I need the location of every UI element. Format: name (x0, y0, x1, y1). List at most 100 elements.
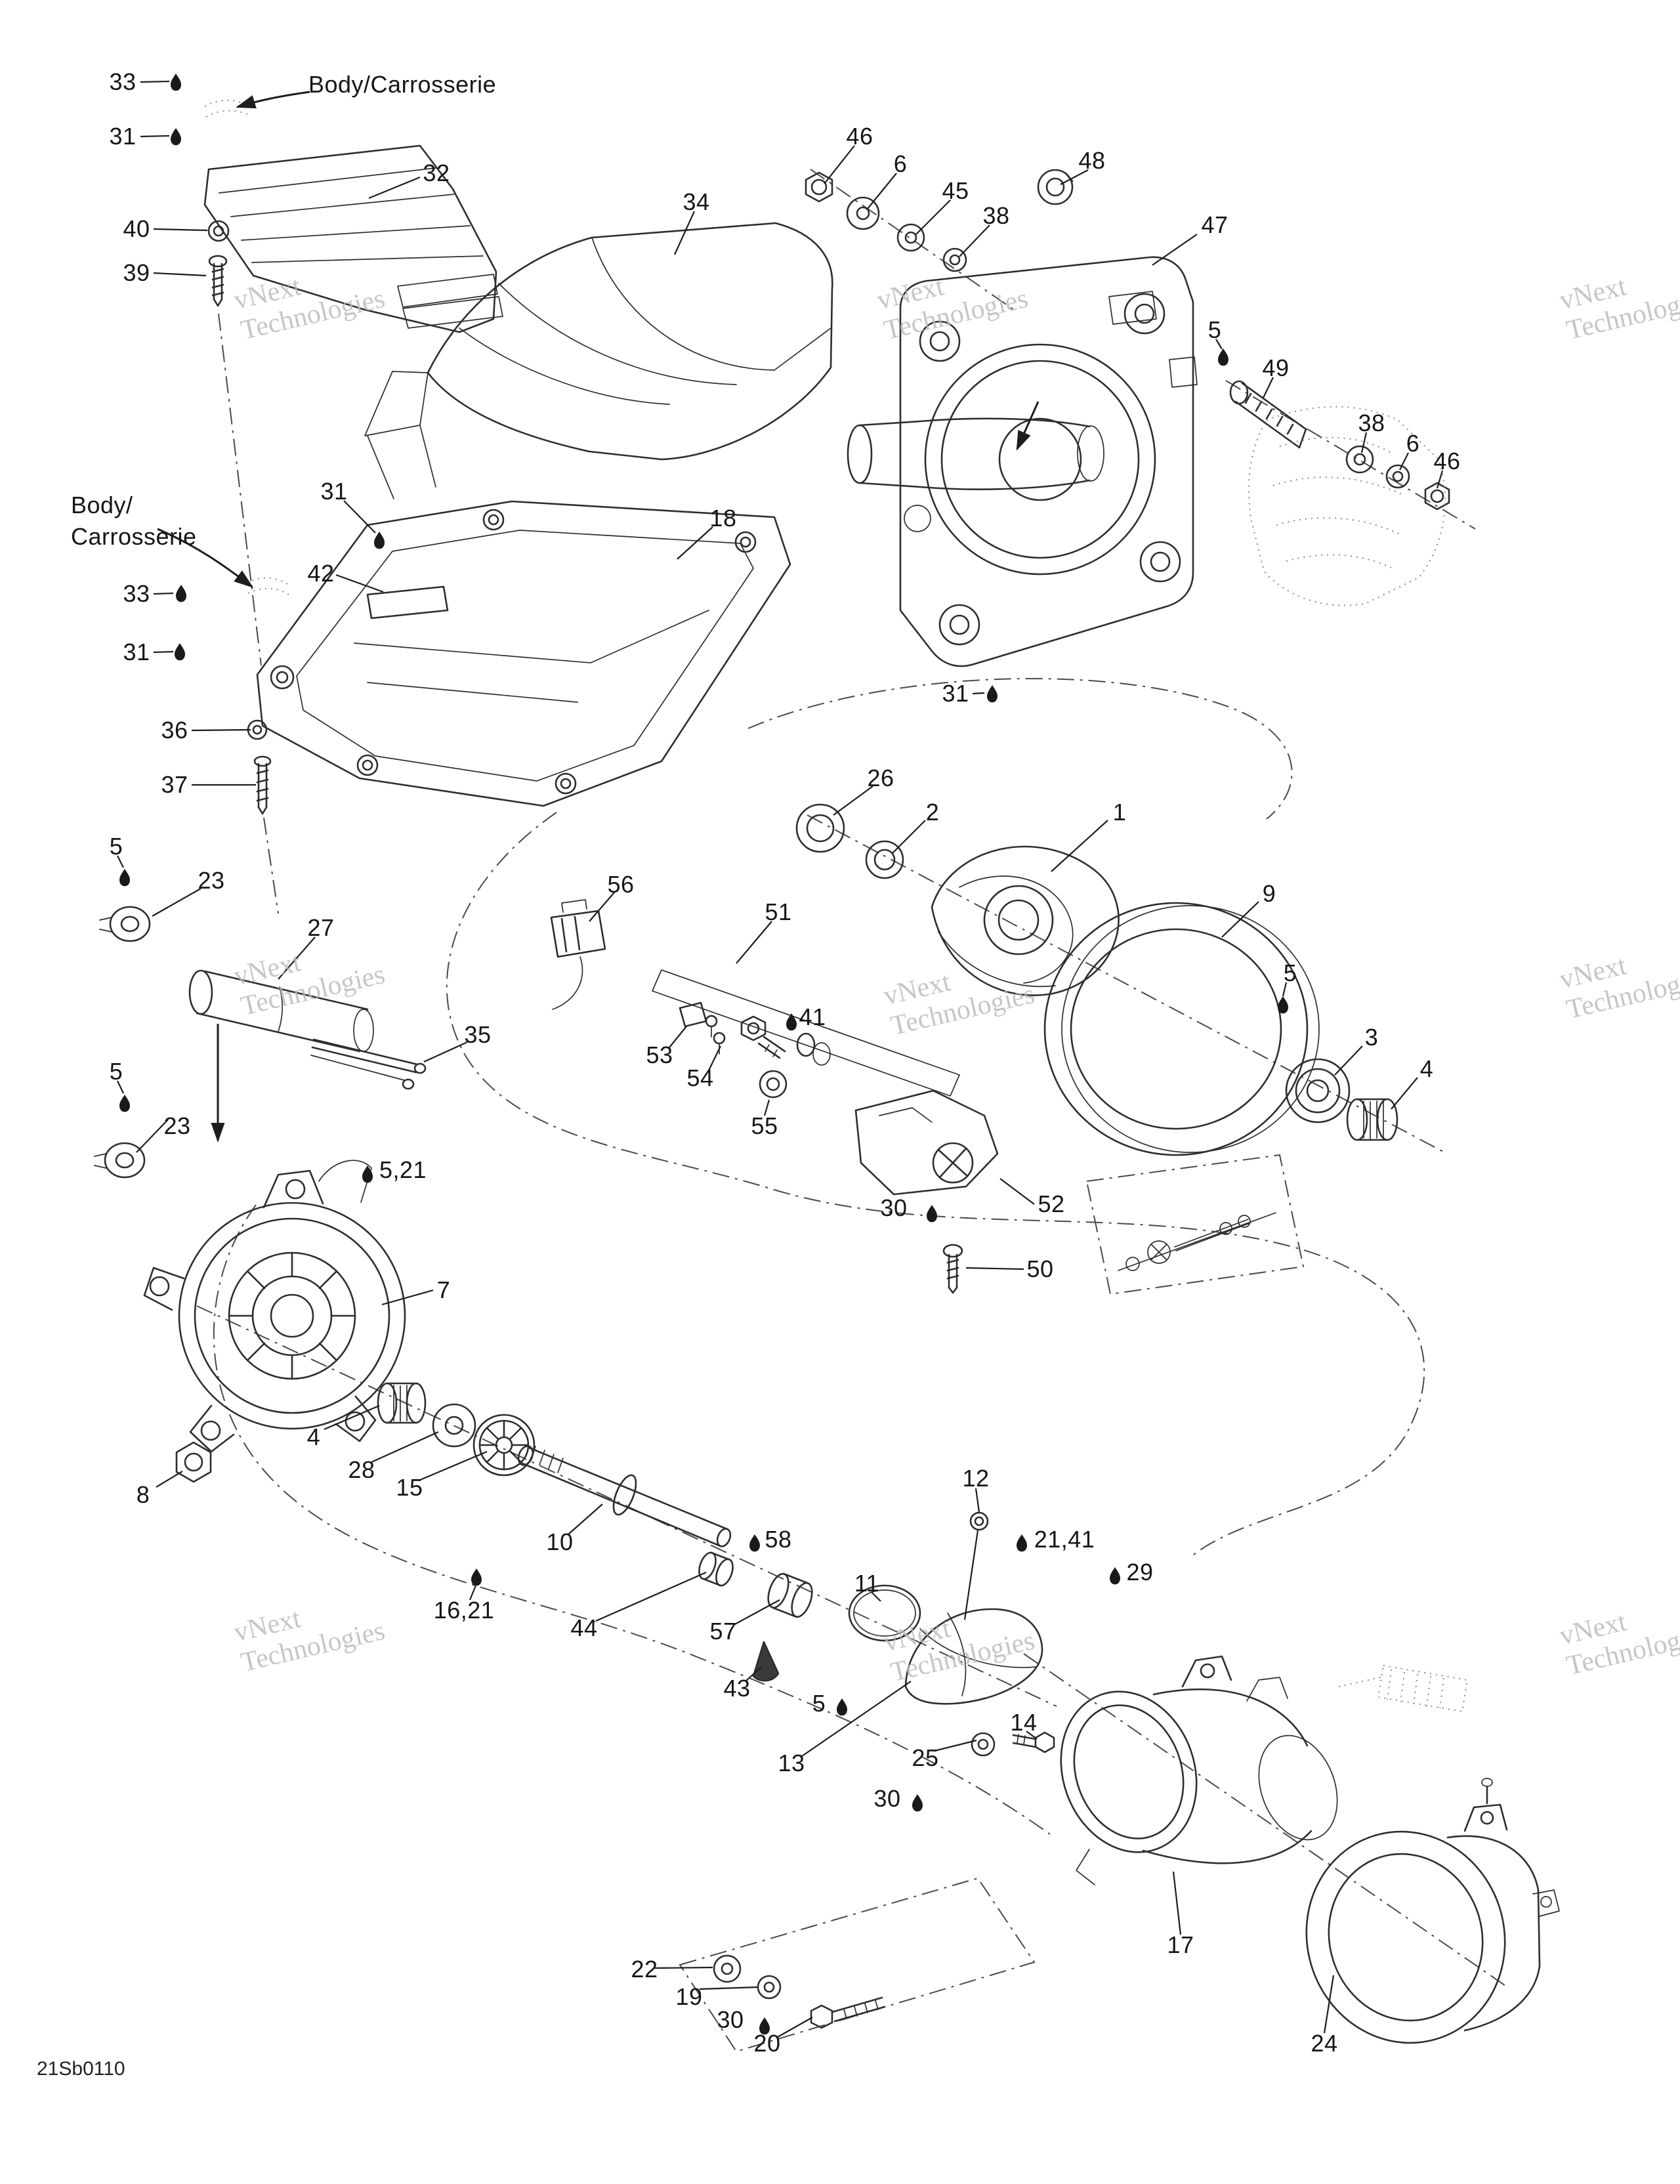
part-callout-41: 41 (799, 1003, 826, 1030)
engine-coupling-ghost (1248, 406, 1446, 606)
pointer-arrows (157, 91, 1040, 1143)
part-callout-11: 11 (854, 1570, 880, 1597)
part-callout-19: 19 (675, 1983, 703, 2010)
part-connector (550, 899, 606, 1010)
step-mounting-hardware (207, 220, 230, 307)
part-impeller (931, 845, 1120, 996)
part-callout-49: 49 (1262, 354, 1290, 381)
sensor-detail-parts (1118, 1212, 1276, 1271)
part-callout-2: 2 (925, 799, 940, 826)
part-shaft-sleeve (188, 969, 427, 1090)
part-callout-38: 38 (982, 202, 1010, 229)
part-callout-55: 55 (751, 1112, 778, 1139)
part-callout-48: 48 (1078, 147, 1106, 174)
body-label-top: Body/Carrosserie (308, 71, 497, 98)
part-callout-53: 53 (646, 1041, 673, 1068)
part-callout-22: 22 (631, 1956, 658, 1983)
part-callout-6: 6 (1406, 430, 1420, 457)
part-callout-50: 50 (1026, 1255, 1054, 1282)
part-boarding-step (203, 144, 503, 333)
part-callout-33: 33 (109, 68, 136, 95)
part-callout-37: 37 (161, 771, 188, 798)
part-small-hardware (969, 1511, 1055, 1757)
part-pump-housing (143, 1160, 406, 1453)
part-callout-31: 31 (942, 680, 969, 707)
part-callout-54: 54 (686, 1064, 714, 1091)
part-callout-30: 30 (880, 1194, 908, 1221)
part-callout-30: 30 (717, 2006, 744, 2033)
part-bolt-49 (1229, 380, 1307, 449)
part-callout-44: 44 (570, 1614, 598, 1641)
part-callout-9: 9 (1262, 880, 1276, 907)
part-grommet-lower (94, 1142, 146, 1179)
part-callout-42: 42 (307, 560, 335, 587)
part-callout-27: 27 (307, 914, 335, 941)
part-callout-12: 12 (962, 1465, 990, 1492)
part-callout-30: 30 (873, 1785, 901, 1812)
body-label-left-line2: Carrosserie (71, 523, 197, 550)
part-callout-36: 36 (161, 717, 188, 744)
part-callout-45: 45 (942, 177, 969, 204)
part-speed-sensor (854, 1089, 999, 1294)
part-callout-16-21: 16,21 (433, 1597, 495, 1624)
part-callout-46: 46 (1433, 448, 1461, 474)
part-venturi (1060, 1655, 1338, 1885)
part-callout-31: 31 (123, 639, 150, 665)
nozzle-mounting-hardware (713, 1954, 886, 2029)
part-wear-ring (1043, 902, 1320, 1156)
part-nut-8 (175, 1441, 212, 1483)
part-callout-5: 5 (109, 1058, 123, 1085)
part-callout-5: 5 (812, 1690, 826, 1717)
alignment-axes (196, 169, 1510, 2053)
part-callout-1: 1 (1112, 799, 1127, 826)
part-callout-34: 34 (682, 188, 710, 215)
body-attachment-marks (204, 99, 289, 595)
part-callout-24: 24 (1311, 2030, 1338, 2057)
part-callout-6: 6 (893, 150, 908, 177)
part-callout-3: 3 (1364, 1024, 1379, 1051)
part-callout-25: 25 (912, 1744, 939, 1771)
part-callout-46: 46 (846, 123, 873, 150)
part-callout-56: 56 (607, 871, 635, 898)
part-grommet-upper (99, 906, 151, 942)
part-callout-7: 7 (436, 1276, 451, 1303)
part-callout-51: 51 (765, 898, 792, 925)
leader-lines (117, 80, 1444, 2038)
part-steering-nozzle (1305, 1778, 1560, 2044)
support-mounting-hardware (805, 169, 1074, 272)
part-oring-cone (848, 1584, 1043, 1705)
hose-fitting-band (652, 969, 960, 1097)
part-callout-14: 14 (1010, 1709, 1038, 1736)
part-callout-31: 31 (109, 123, 136, 150)
part-bearing-and-gear (1285, 1058, 1398, 1141)
part-callout-35: 35 (464, 1021, 492, 1048)
part-callout-38: 38 (1358, 410, 1385, 436)
part-callout-57: 57 (709, 1618, 737, 1645)
part-pump-support (847, 256, 1198, 667)
part-callout-17: 17 (1167, 1931, 1194, 1958)
part-callout-43: 43 (723, 1675, 751, 1702)
part-callout-18: 18 (709, 505, 737, 532)
part-callout-40: 40 (123, 215, 150, 242)
part-spacers (698, 1551, 813, 1682)
part-callout-28: 28 (348, 1456, 375, 1483)
part-callout-4: 4 (1419, 1055, 1434, 1082)
part-callout-32: 32 (423, 159, 450, 186)
part-intake-duct (364, 222, 833, 499)
part-callout-5: 5 (1283, 959, 1297, 986)
diagram-code: 21Sb0110 (37, 2058, 125, 2080)
part-callout-8: 8 (136, 1481, 150, 1508)
part-callout-21-41: 21,41 (1034, 1526, 1095, 1553)
part-callout-39: 39 (123, 259, 150, 286)
part-ride-plate (256, 500, 791, 807)
part-callout-31: 31 (320, 478, 348, 505)
part-callout-5: 5 (1208, 316, 1222, 343)
body-label-left-line1: Body/ (71, 492, 133, 518)
part-callout-23: 23 (163, 1112, 191, 1139)
part-callout-47: 47 (1201, 211, 1228, 238)
part-callout-33: 33 (123, 580, 150, 607)
part-callout-29: 29 (1126, 1559, 1154, 1586)
part-callout-23: 23 (198, 867, 225, 894)
